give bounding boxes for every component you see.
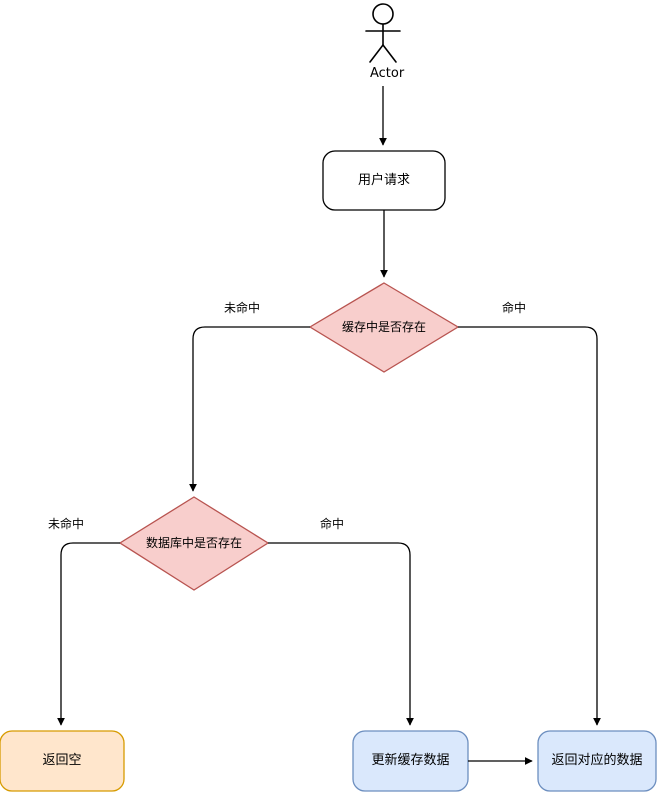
node-return-data[interactable] [537,730,657,792]
actor-label: Actor [370,66,405,81]
actor-icon [365,3,401,63]
edge-label-cache-hit: 命中 [502,301,527,315]
edge-cache-hit-to-return-data [458,326,601,726]
edge-cache-miss-to-db-check [189,326,310,492]
edge-label-db-hit: 命中 [320,517,345,531]
node-update-cache[interactable] [352,730,469,792]
edge-label-cache-miss: 未命中 [224,301,261,315]
node-user-request[interactable] [322,150,446,211]
node-db-check[interactable] [118,496,270,591]
node-cache-check[interactable] [308,282,460,373]
edge-label-db-miss: 未命中 [48,517,85,531]
node-return-empty[interactable] [0,730,125,792]
edge-db-hit-to-update-cache [268,542,414,726]
edge-db-miss-to-return-empty [57,542,120,726]
